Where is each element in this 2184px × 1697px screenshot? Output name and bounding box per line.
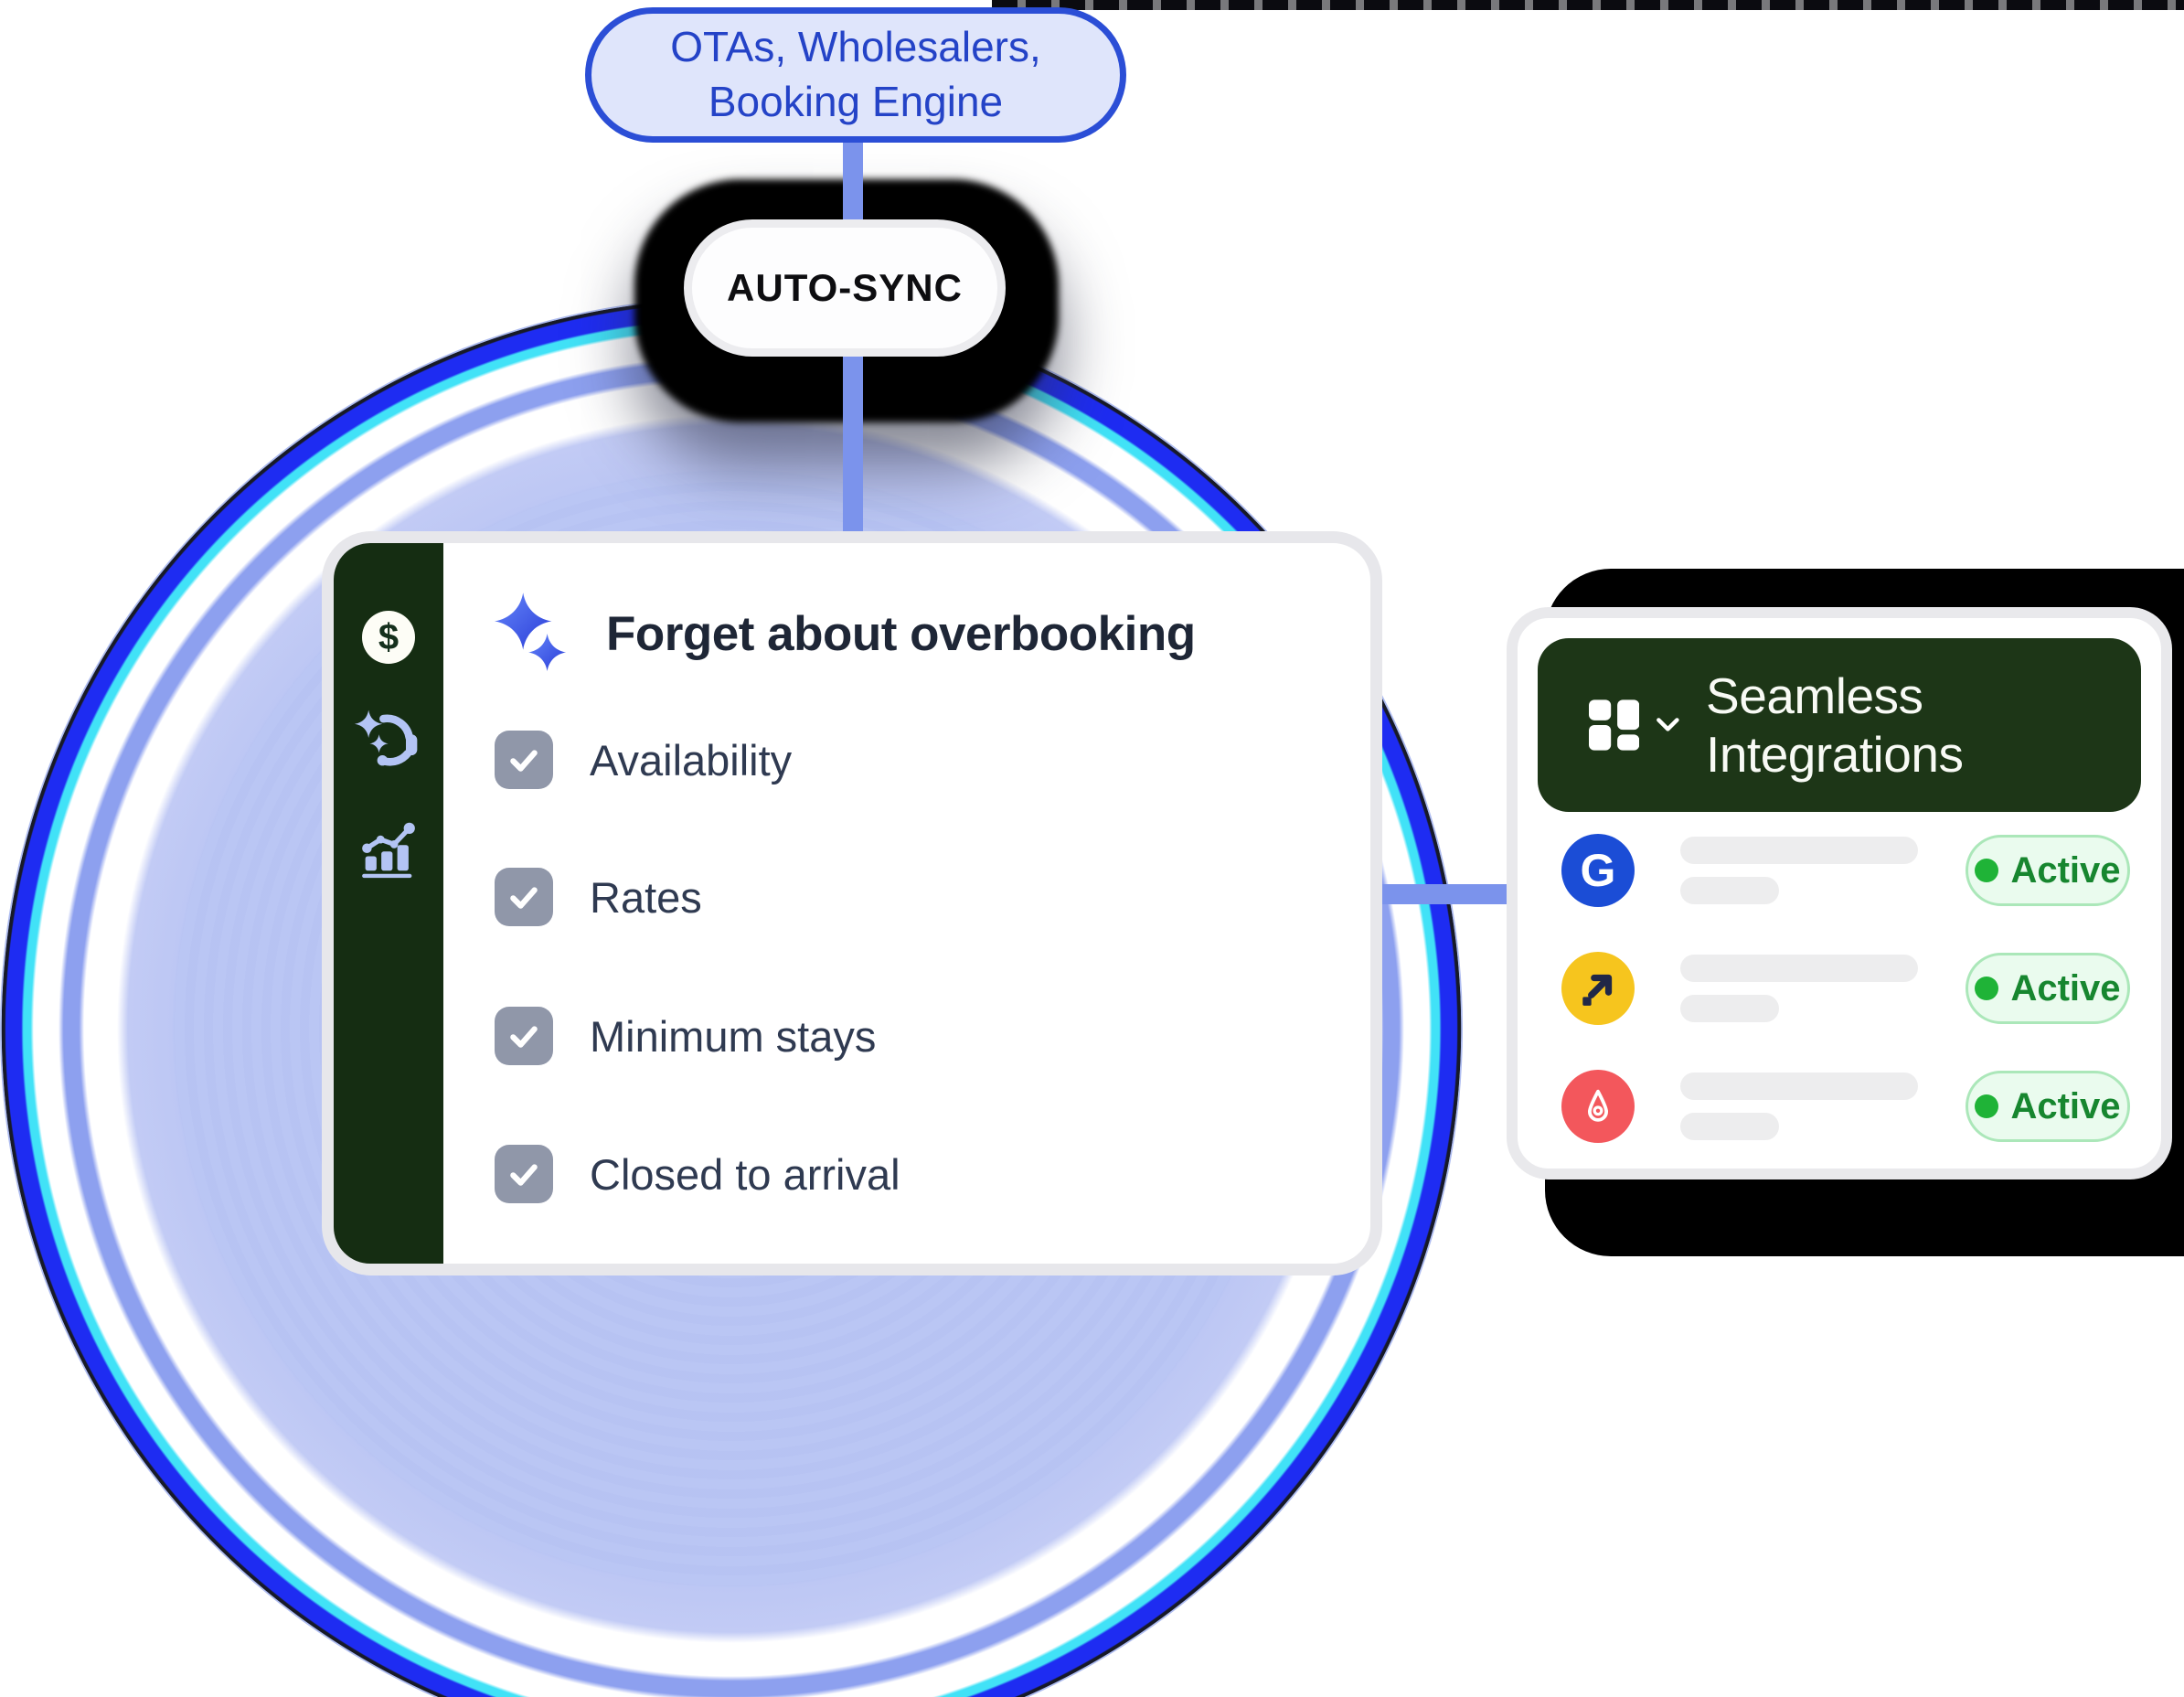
integrations-card-wrap: Seamless Integrations G Active <box>1507 569 2184 1256</box>
status-dot <box>1975 977 1999 1000</box>
skeleton-line-short <box>1680 1113 1779 1140</box>
expedia-arrow-icon <box>1561 952 1635 1025</box>
overbooking-card: $ <box>322 531 1382 1275</box>
card-title-row: Forget about overbooking <box>495 592 1196 675</box>
checkbox-label: Minimum stays <box>590 1011 877 1061</box>
checkbox-label: Rates <box>590 872 702 922</box>
ai-support-icon[interactable] <box>354 703 423 773</box>
status-badge: Active <box>1966 835 2130 906</box>
skeleton-text <box>1680 955 1918 1022</box>
check-row-minimum-stays: Minimum stays <box>495 1007 876 1065</box>
card-title: Forget about overbooking <box>606 606 1196 661</box>
card-sidebar: $ <box>334 543 443 1264</box>
skeleton-line-long <box>1680 837 1918 864</box>
checkmark-icon <box>510 1164 538 1186</box>
status-label: Active <box>2010 1085 2121 1126</box>
google-g-glyph: G <box>1580 845 1616 896</box>
integrations-card: Seamless Integrations G Active <box>1507 607 2172 1179</box>
status-label: Active <box>2010 967 2121 1009</box>
skeleton-text <box>1680 1073 1918 1140</box>
status-badge: Active <box>1966 1071 2130 1142</box>
checkmark-icon <box>510 1026 538 1048</box>
checkbox-label: Availability <box>590 735 793 784</box>
check-row-rates: Rates <box>495 868 702 926</box>
checkbox-checked[interactable] <box>495 868 553 926</box>
skeleton-line-long <box>1680 955 1918 982</box>
chevron-down-icon[interactable] <box>1656 715 1680 735</box>
status-dot <box>1975 859 1999 882</box>
source-pill-line1: OTAs, Wholesalers, <box>670 23 1041 71</box>
status-label: Active <box>2010 849 2121 891</box>
checkbox-checked[interactable] <box>495 1007 553 1065</box>
skeleton-line-long <box>1680 1073 1918 1100</box>
auto-sync-badge: AUTO-SYNC <box>684 219 1006 357</box>
auto-sync-label: AUTO-SYNC <box>727 266 963 309</box>
check-row-availability: Availability <box>495 731 792 789</box>
analytics-chart-icon[interactable] <box>357 815 421 879</box>
source-pill: OTAs, Wholesalers, Booking Engine <box>585 7 1126 143</box>
integrations-header: Seamless Integrations <box>1538 638 2141 812</box>
top-edge-artifact <box>992 0 2184 10</box>
status-dot <box>1975 1094 1999 1118</box>
dollar-icon[interactable]: $ <box>362 611 415 664</box>
integration-row-airbnb[interactable]: Active <box>1561 1061 2130 1152</box>
skeleton-line-short <box>1680 995 1779 1022</box>
checkbox-label: Closed to arrival <box>590 1149 900 1199</box>
checkmark-icon <box>510 750 538 772</box>
status-badge: Active <box>1966 953 2130 1024</box>
integrations-title: Seamless Integrations <box>1706 667 1964 783</box>
layout-grid-icon <box>1589 699 1640 751</box>
check-row-closed-to-arrival: Closed to arrival <box>495 1145 900 1203</box>
airbnb-icon <box>1561 1070 1635 1143</box>
integration-row-expedia[interactable]: Active <box>1561 943 2130 1034</box>
source-pill-line2: Booking Engine <box>708 78 1004 125</box>
checkmark-icon <box>510 887 538 909</box>
skeleton-text <box>1680 837 1918 904</box>
checkbox-checked[interactable] <box>495 1145 553 1203</box>
dollar-glyph: $ <box>378 616 400 657</box>
sparkles-icon <box>495 592 567 671</box>
integration-row-google[interactable]: G Active <box>1561 825 2130 916</box>
connector-horizontal-line <box>1351 884 1530 904</box>
skeleton-line-short <box>1680 877 1779 904</box>
google-icon: G <box>1561 834 1635 907</box>
checkbox-checked[interactable] <box>495 731 553 789</box>
